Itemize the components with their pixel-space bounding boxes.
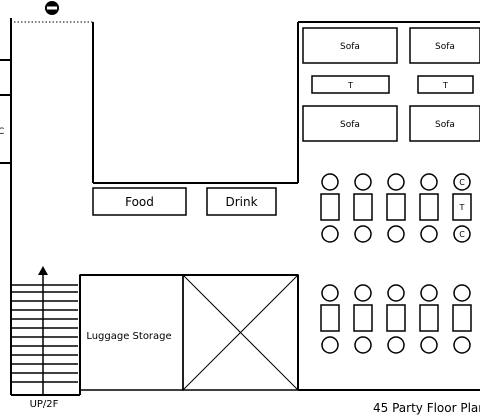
food-label: Food (125, 195, 154, 209)
left-wall-section (0, 18, 80, 396)
chair (387, 336, 405, 354)
table (311, 75, 390, 94)
sofa-label: Sofa (340, 120, 360, 130)
plan-title: 45 Party Floor Plan (373, 401, 480, 415)
table (417, 75, 474, 94)
sofa (409, 105, 480, 142)
dining-table (353, 193, 373, 221)
dining-set (419, 173, 439, 243)
chair (387, 284, 405, 302)
chair (387, 225, 405, 243)
dining-table (320, 304, 340, 332)
no-entry-icon (45, 1, 59, 15)
dining-table (320, 193, 340, 221)
dining-set: C T C (452, 173, 472, 243)
dining-set (320, 284, 340, 354)
dining-table (419, 304, 439, 332)
chair (420, 284, 438, 302)
dining-set (353, 173, 373, 243)
sofa (409, 27, 480, 64)
chair (453, 284, 471, 302)
elevator-void (182, 274, 299, 391)
dining-table (452, 304, 472, 332)
chair (420, 336, 438, 354)
dining-set (386, 284, 406, 354)
table-label: T (347, 81, 353, 90)
drink-label: Drink (225, 195, 257, 209)
dining-table (419, 193, 439, 221)
chair (354, 225, 372, 243)
table-label: T (442, 81, 448, 90)
sofa (302, 27, 398, 64)
dining-set (320, 173, 340, 243)
chair (453, 173, 471, 191)
left-edge-label: C (0, 127, 4, 137)
sofa-area: Sofa Sofa T T Sofa Sofa (302, 27, 480, 142)
up-arrow-icon (38, 266, 48, 394)
dining-table (386, 304, 406, 332)
chair (354, 173, 372, 191)
sofa-label: Sofa (435, 120, 455, 130)
chair (321, 336, 339, 354)
dining-sets: C T C (320, 173, 472, 354)
chair (387, 173, 405, 191)
sofa-label: Sofa (340, 42, 360, 52)
chair (321, 284, 339, 302)
chair (420, 173, 438, 191)
table-label: T (459, 203, 465, 212)
dining-set (386, 173, 406, 243)
chair (321, 225, 339, 243)
sofa-label: Sofa (435, 42, 455, 52)
chair (453, 225, 471, 243)
chair (420, 225, 438, 243)
dining-table (386, 193, 406, 221)
luggage-storage-label: Luggage Storage (86, 331, 171, 342)
dining-set (353, 284, 373, 354)
stairs-label: UP/2F (30, 399, 59, 410)
dining-table (353, 304, 373, 332)
chair-label: C (459, 178, 465, 187)
chair (321, 173, 339, 191)
interior-walls (92, 21, 480, 184)
chair (354, 336, 372, 354)
dining-table (452, 193, 472, 221)
food-counter (92, 187, 187, 216)
dining-set (452, 284, 472, 354)
dining-set (419, 284, 439, 354)
chair (453, 336, 471, 354)
staircase (11, 284, 78, 383)
sofa (302, 105, 398, 142)
chair-label: C (459, 230, 465, 239)
drink-counter (206, 187, 277, 216)
chair (354, 284, 372, 302)
